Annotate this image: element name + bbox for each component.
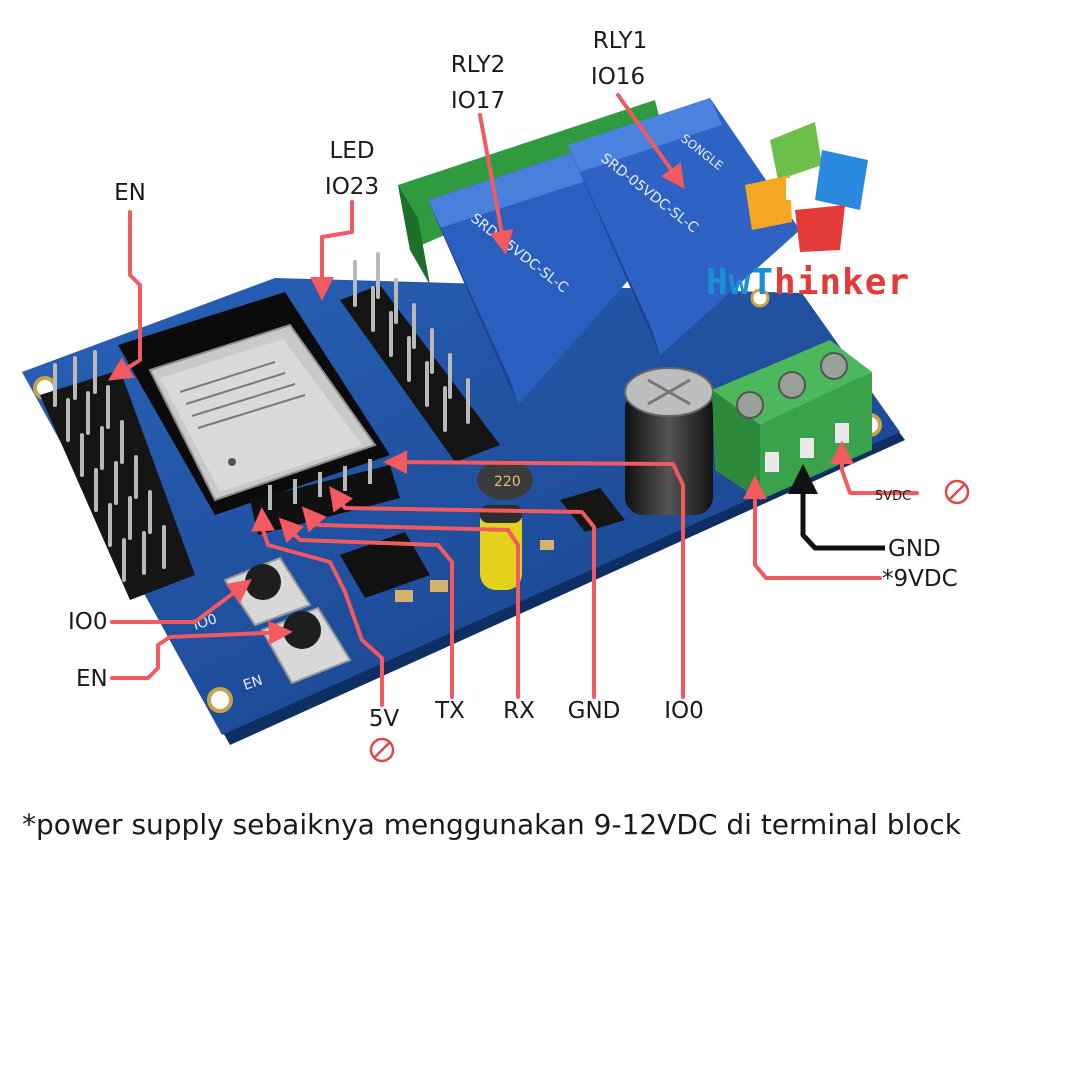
arrow-rx bbox=[301, 506, 520, 699]
electrolytic-capacitor bbox=[624, 367, 714, 515]
label-led-name: LED bbox=[329, 138, 375, 164]
label-rly1-pin: IO16 bbox=[590, 64, 646, 90]
arrow-gnd-bottom bbox=[329, 486, 596, 699]
prohibited-icon-5v bbox=[369, 737, 395, 763]
prohibited-icon-5vdc bbox=[944, 479, 970, 505]
smd-components bbox=[340, 488, 625, 602]
inductor-text: 220 bbox=[494, 474, 521, 490]
center-pin-header bbox=[340, 252, 500, 462]
label-rly1-name: RLY1 bbox=[592, 28, 648, 54]
brand-part2: hinker bbox=[774, 262, 911, 303]
arrow-9vdc bbox=[743, 475, 882, 580]
brand-wordmark: HwThinker bbox=[706, 262, 910, 303]
silk-io0: IO0 bbox=[191, 611, 219, 634]
io0-pushbutton bbox=[223, 556, 312, 627]
label-bottom-gnd: GND bbox=[567, 698, 621, 724]
label-bottom-5v: 5V bbox=[368, 706, 400, 732]
arrow-io0-left bbox=[110, 579, 252, 624]
label-led-pin: IO23 bbox=[324, 174, 380, 200]
inductor: 220 bbox=[477, 460, 533, 500]
label-bottom-tx: TX bbox=[435, 698, 465, 724]
programming-header bbox=[250, 459, 400, 535]
silk-en: EN bbox=[241, 673, 264, 694]
arrow-rly2 bbox=[478, 113, 514, 255]
left-pin-header bbox=[40, 350, 195, 600]
brand-logo-mark bbox=[745, 122, 868, 252]
label-rly2-pin: IO17 bbox=[450, 88, 506, 114]
arrow-en-top bbox=[107, 210, 142, 381]
arrow-gnd-terminal bbox=[788, 464, 885, 551]
label-terminal-gnd: GND bbox=[888, 536, 941, 562]
label-en-top: EN bbox=[114, 180, 146, 206]
arrow-rly1 bbox=[616, 93, 685, 189]
esp32-module bbox=[118, 292, 390, 515]
label-9vdc: *9VDC bbox=[882, 566, 958, 592]
label-bottom-io0: IO0 bbox=[664, 698, 704, 724]
label-en-left: EN bbox=[76, 666, 108, 692]
arrow-io0-bottom bbox=[383, 450, 685, 699]
power-supply-note: *power supply sebaiknya menggunakan 9-12… bbox=[22, 808, 961, 841]
tantalum-capacitor bbox=[480, 505, 522, 590]
arrow-5vdc bbox=[830, 440, 919, 495]
label-5vdc: 5VDC bbox=[875, 489, 912, 504]
label-io0-left: IO0 bbox=[68, 609, 108, 635]
label-rly2-name: RLY2 bbox=[450, 52, 506, 78]
arrow-led bbox=[310, 200, 354, 301]
arrow-tx bbox=[278, 517, 454, 699]
arrow-5v bbox=[251, 507, 384, 707]
arrow-en-left bbox=[110, 620, 293, 680]
brand-part1: HwT bbox=[706, 262, 775, 303]
label-bottom-rx: RX bbox=[503, 698, 535, 724]
